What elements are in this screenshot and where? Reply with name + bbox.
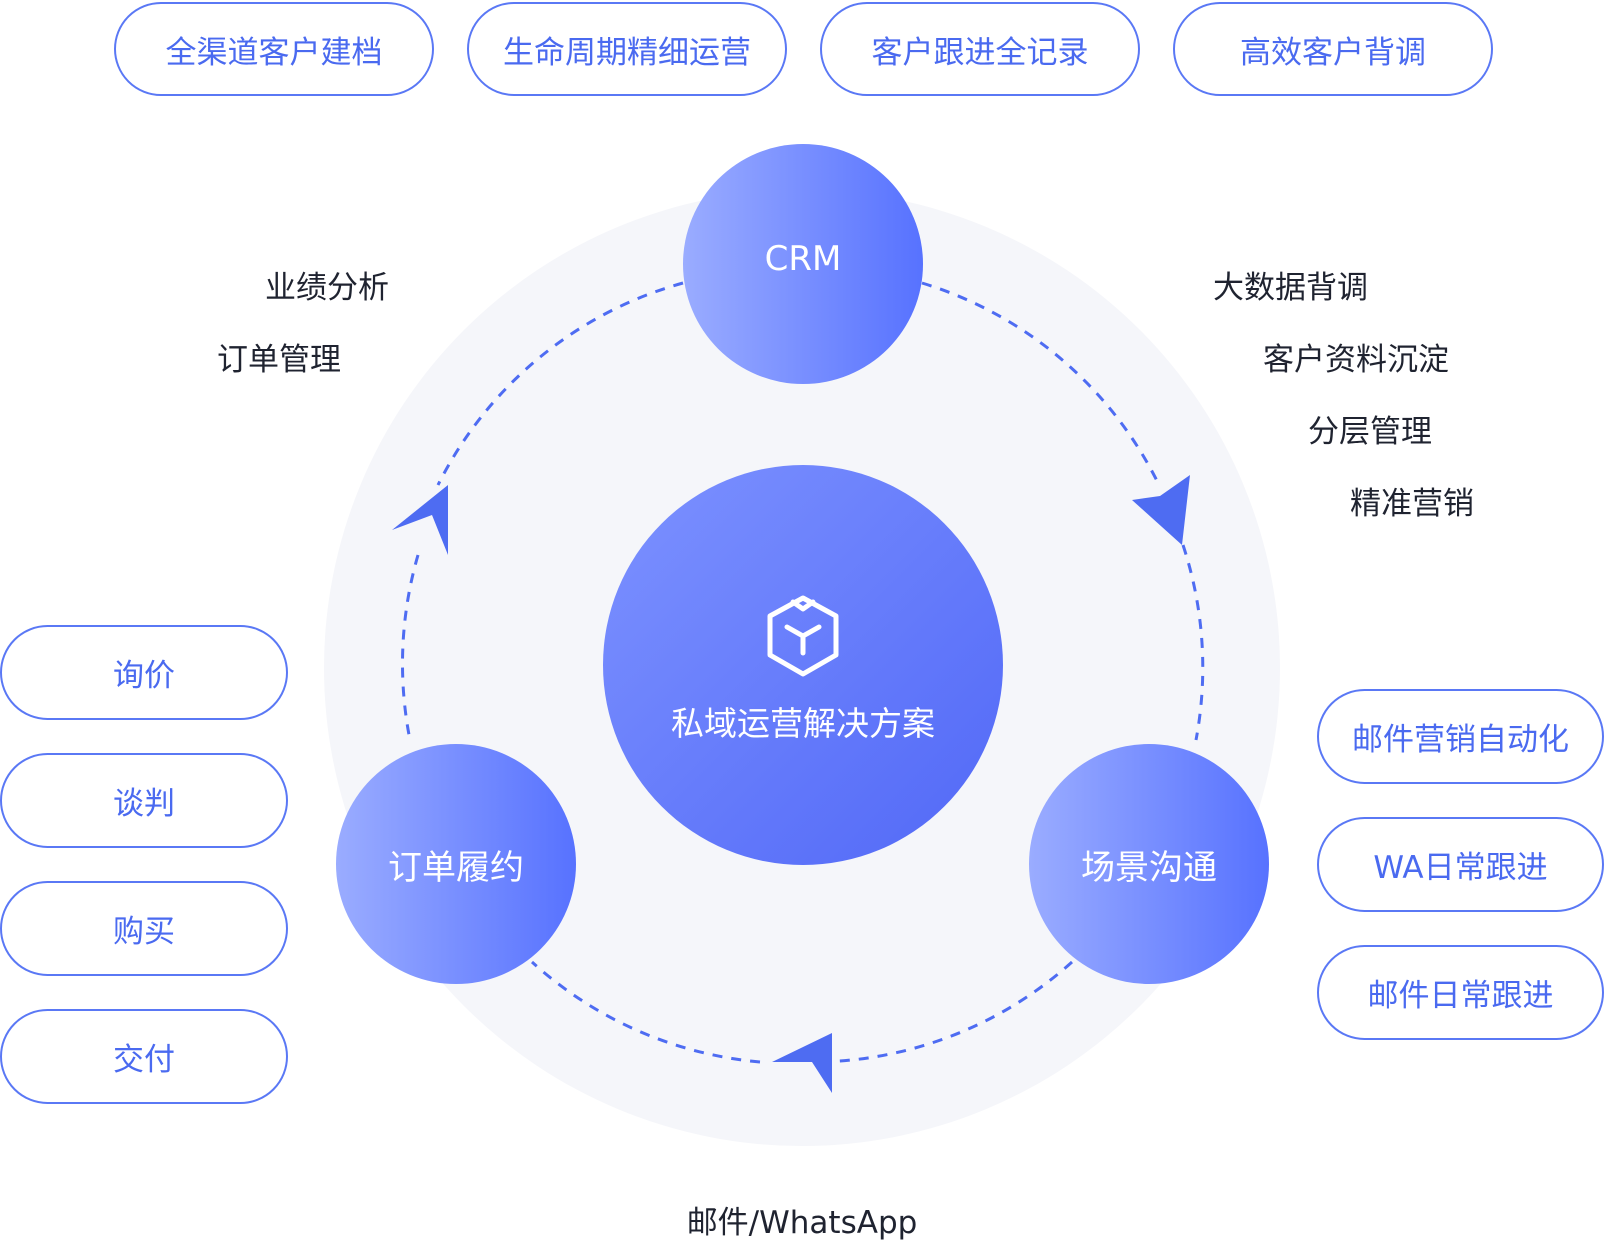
center-title: 私域运营解决方案 bbox=[671, 704, 935, 743]
feature-pill: 客户跟进全记录 bbox=[820, 2, 1140, 96]
dashed-cycle bbox=[400, 281, 1205, 1064]
arrow-left-icon bbox=[772, 1033, 832, 1093]
crm-right-label: 大数据背调 bbox=[1213, 270, 1368, 306]
comm-feature-pill: 邮件日常跟进 bbox=[1317, 945, 1604, 1040]
order-stage-pill: 谈判 bbox=[0, 753, 288, 848]
scenario-communication-node: 场景沟通 bbox=[1029, 744, 1269, 984]
center-solution-node: 私域运营解决方案 bbox=[603, 465, 1003, 865]
cube-icon bbox=[767, 595, 839, 677]
crm-right-label: 分层管理 bbox=[1308, 414, 1432, 450]
bottom-channel-label: 邮件/WhatsApp bbox=[686, 1205, 918, 1241]
crm-left-label: 订单管理 bbox=[217, 342, 341, 378]
feature-pill: 全渠道客户建档 bbox=[114, 2, 434, 96]
crm-right-label: 客户资料沉淀 bbox=[1263, 342, 1449, 378]
comm-feature-pill: WA日常跟进 bbox=[1317, 817, 1604, 912]
comm-feature-pill: 邮件营销自动化 bbox=[1317, 689, 1604, 784]
arrow-down-icon bbox=[1132, 475, 1190, 545]
order-stage-pill: 购买 bbox=[0, 881, 288, 976]
order-stage-pill: 交付 bbox=[0, 1009, 288, 1104]
feature-pill: 生命周期精细运营 bbox=[467, 2, 787, 96]
order-fulfillment-node: 订单履约 bbox=[336, 744, 576, 984]
order-stage-pill: 询价 bbox=[0, 625, 288, 720]
feature-pill: 高效客户背调 bbox=[1173, 2, 1493, 96]
crm-left-label: 业绩分析 bbox=[265, 270, 389, 306]
arrow-up-icon bbox=[392, 485, 448, 555]
crm-node: CRM bbox=[683, 144, 923, 384]
crm-right-label: 精准营销 bbox=[1350, 486, 1474, 522]
